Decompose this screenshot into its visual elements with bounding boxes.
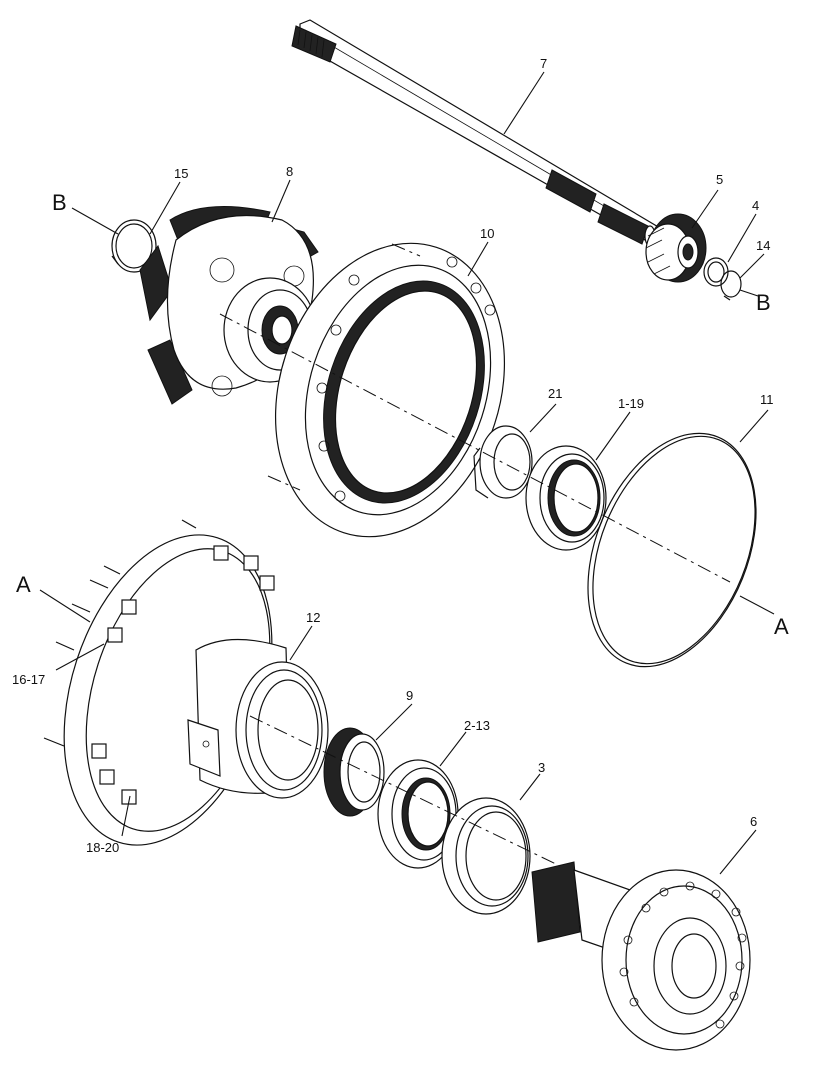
ref-b-right: B (756, 290, 771, 315)
bearing-1-19 (525, 445, 607, 551)
output-flange (531, 861, 751, 1051)
label-part-12: 12 (306, 610, 320, 625)
ring-gear (274, 242, 506, 538)
label-part-7: 7 (540, 56, 547, 71)
leader-lines (39, 71, 775, 875)
seal-ring (441, 797, 531, 915)
snap-ring-14 (720, 270, 742, 301)
wheel-hub (43, 519, 329, 846)
label-part-4: 4 (752, 198, 759, 213)
label-part-5: 5 (716, 172, 723, 187)
snap-ring-4 (703, 257, 729, 287)
centerlines (219, 243, 731, 867)
ref-b-left: B (52, 190, 67, 215)
bearing-2-13 (377, 759, 459, 869)
label-part-9: 9 (406, 688, 413, 703)
label-part-18-20: 18-20 (86, 840, 119, 855)
sun-gear (645, 213, 707, 283)
label-part-6: 6 (750, 814, 757, 829)
label-part-21: 21 (548, 386, 562, 401)
label-part-2-13: 2-13 (464, 718, 490, 733)
label-part-14: 14 (756, 238, 770, 253)
ref-a-left: A (16, 572, 31, 597)
label-part-16-17: 16-17 (12, 672, 45, 687)
label-part-3: 3 (538, 760, 545, 775)
label-part-11: 11 (760, 392, 774, 407)
locking-nut (473, 425, 533, 499)
o-ring (587, 432, 757, 668)
label-part-15: 15 (174, 166, 188, 181)
ref-a-right: A (774, 614, 789, 639)
label-part-10: 10 (480, 226, 494, 241)
axle-shaft (291, 19, 661, 247)
retaining-ring-15 (111, 219, 157, 273)
label-part-8: 8 (286, 164, 293, 179)
splined-cone (323, 727, 385, 817)
label-part-1-19: 1-19 (618, 396, 644, 411)
